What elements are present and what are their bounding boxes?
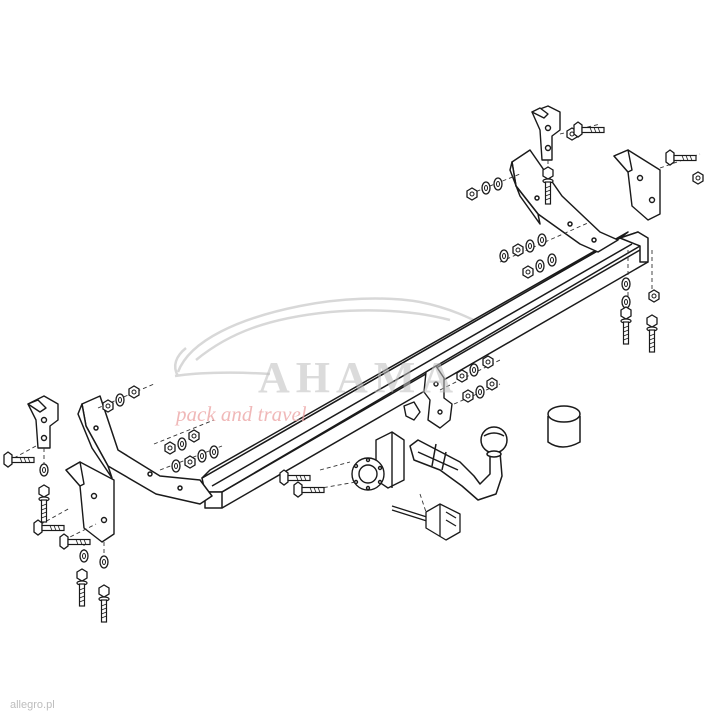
assembly-guide-lines [13,123,701,560]
right-mounting-bracket-small [531,105,561,161]
right-side-arm [509,149,619,253]
main-cross-beam [201,231,649,509]
right-upper-fasteners [466,121,704,279]
ball-cover-cap [547,405,581,448]
left-side-arm [77,395,213,505]
watermark-subtitle: pack and travel [176,402,307,426]
left-mounting-bracket-small [27,395,59,449]
watermark-car-logo [174,297,491,378]
left-mounting-bracket-large [65,461,115,543]
electric-socket [351,457,385,491]
watermark-title: AHAMA [258,353,460,402]
cable-connector [391,503,461,541]
tow-ball-neck [409,426,508,501]
right-mounting-bracket-large [613,149,661,221]
ball-mount-plate [403,365,453,429]
footer-watermark: allegro.pl [10,699,55,711]
right-lower-fasteners [620,277,660,353]
